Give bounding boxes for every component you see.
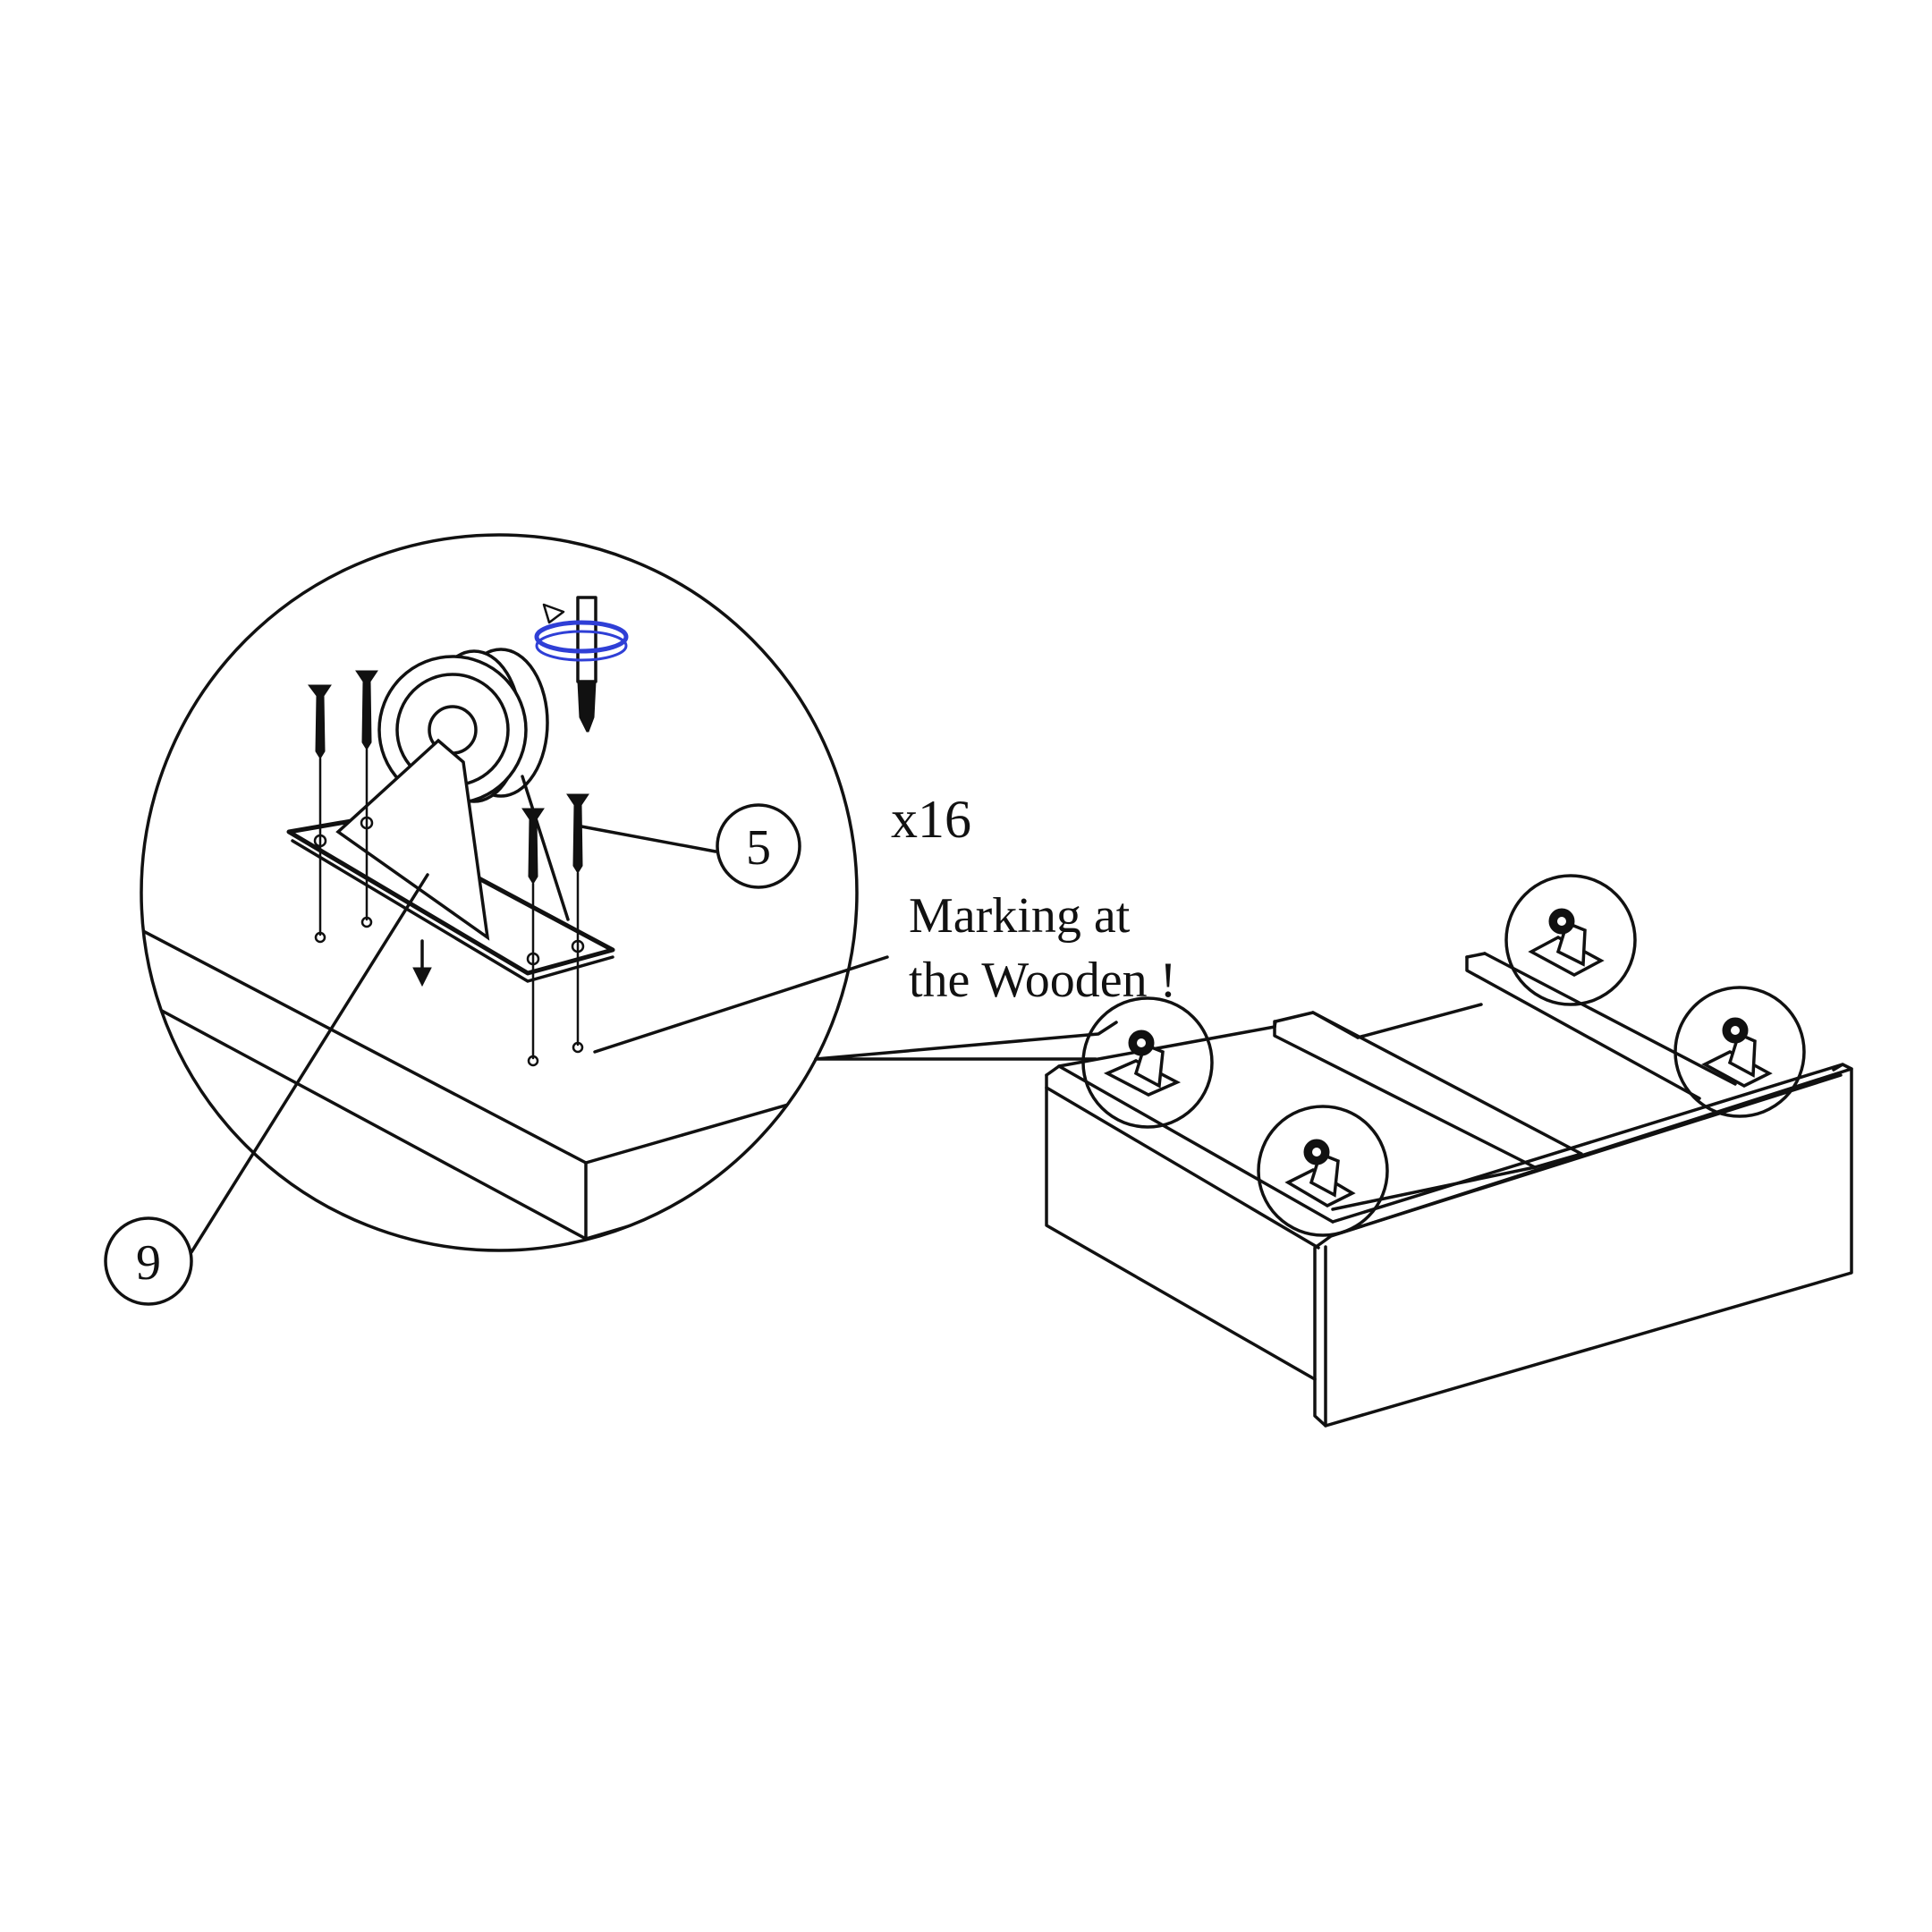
note-leader-line (593, 955, 889, 1054)
quantity-label: x16 (891, 790, 971, 849)
screw (355, 670, 378, 928)
callout-9: 9 (104, 873, 429, 1306)
rotation-arrow-icon (534, 603, 629, 662)
detail-view (140, 533, 859, 1252)
callout-5-number: 5 (746, 820, 771, 876)
callout-5: 5 (580, 803, 801, 889)
screwdriver-icon (576, 596, 597, 733)
drawer-caster (1081, 996, 1214, 1129)
screw (308, 684, 332, 944)
callout-9-number: 9 (136, 1235, 161, 1291)
down-arrow-icon (412, 939, 432, 987)
center-rail (1273, 1020, 1537, 1169)
drawer-caster (1504, 874, 1637, 1006)
drawer-side (1045, 1073, 1317, 1381)
caster-plate (286, 816, 615, 983)
drawer-front (1313, 1067, 1853, 1428)
screw (521, 808, 545, 1067)
screws (308, 670, 589, 1067)
detail-circle (140, 533, 859, 1252)
note-line-1: Marking at (909, 888, 1131, 944)
caster-bracket (335, 738, 570, 941)
drawer-caster (1674, 986, 1806, 1118)
detail-connector (814, 1021, 1118, 1061)
drawer-caster (1257, 1105, 1389, 1237)
screw (566, 793, 589, 1054)
